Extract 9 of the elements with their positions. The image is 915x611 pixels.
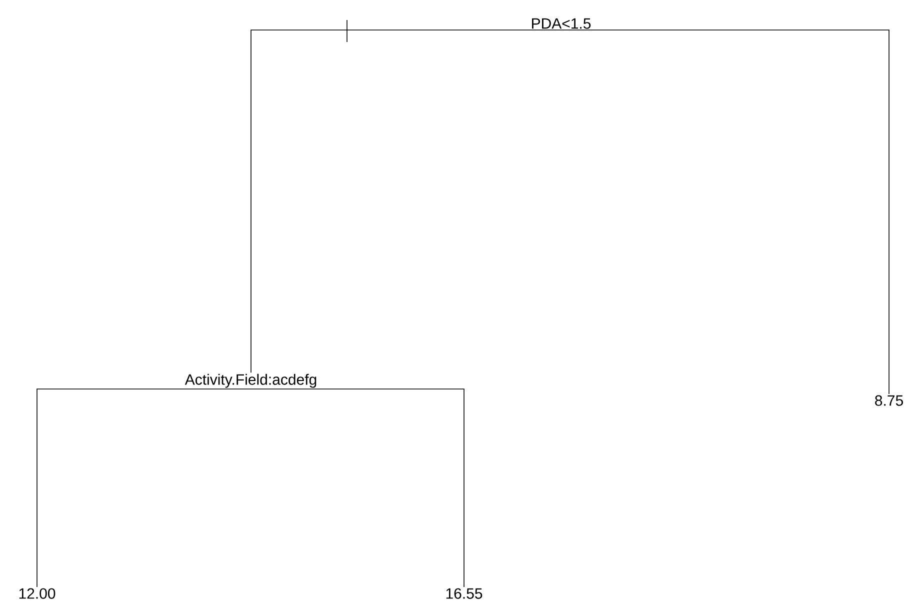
split-label: PDA<1.5 [532, 18, 591, 29]
tree-branch [36, 388, 252, 588]
leaf-value: 16.55 [446, 588, 482, 599]
leaf-value: 12.00 [19, 588, 56, 599]
split-label: Activity.Field:acdefg [184, 374, 316, 388]
tree-branch [250, 388, 464, 588]
tree-branch [250, 30, 562, 374]
tree-branch [560, 30, 890, 394]
leaf-value: 8.75 [875, 395, 903, 406]
